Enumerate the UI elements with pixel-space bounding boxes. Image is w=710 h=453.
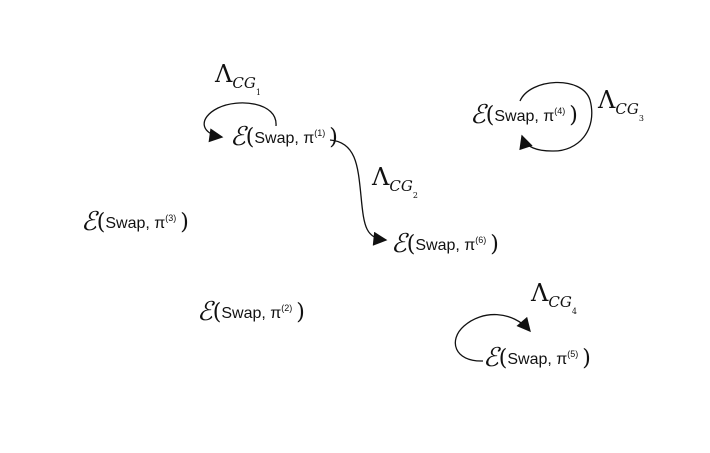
node-label: Swap, π: [221, 305, 282, 322]
edge-label-lambda-cg-4: ΛCG4: [531, 279, 577, 316]
node-label: Swap, π: [105, 215, 166, 232]
node-superscript: (2): [281, 303, 293, 313]
edge-loop-n4: [519, 81, 593, 152]
edge-label-lambda-cg-3: ΛCG3: [598, 86, 644, 123]
node-swap-pi-6: ℰ(Swap, π(6) ): [391, 229, 499, 259]
edge-n1-n6: [329, 139, 388, 246]
node-superscript: (3): [165, 213, 177, 223]
node-prefix: ℰ: [391, 229, 407, 259]
node-label: Swap, π: [507, 351, 568, 368]
node-prefix: ℰ: [483, 343, 499, 373]
node-label: Swap, π: [415, 237, 476, 254]
node-label: Swap, π: [254, 130, 315, 147]
node-superscript: (6): [475, 235, 487, 245]
edge-loop-n5: [454, 313, 531, 362]
node-superscript: (1): [314, 128, 326, 138]
node-label: Swap, π: [494, 108, 555, 125]
node-superscript: (4): [554, 106, 566, 116]
node-prefix: ℰ: [470, 100, 486, 130]
edge-label-lambda-cg-1: ΛCG1: [215, 60, 261, 97]
node-superscript: (5): [567, 349, 579, 359]
node-prefix: ℰ: [230, 122, 246, 152]
node-swap-pi-5: ℰ(Swap, π(5) ): [483, 343, 591, 373]
node-swap-pi-3: ℰ(Swap, π(3) ): [81, 207, 189, 237]
node-prefix: ℰ: [197, 297, 213, 327]
node-prefix: ℰ: [81, 207, 97, 237]
node-swap-pi-4: ℰ(Swap, π(4) ): [470, 100, 578, 130]
edge-loop-n1: [203, 102, 277, 143]
node-swap-pi-2: ℰ(Swap, π(2) ): [197, 297, 305, 327]
node-swap-pi-1: ℰ(Swap, π(1) ): [230, 122, 338, 152]
edge-label-lambda-cg-2: ΛCG2: [372, 163, 418, 200]
